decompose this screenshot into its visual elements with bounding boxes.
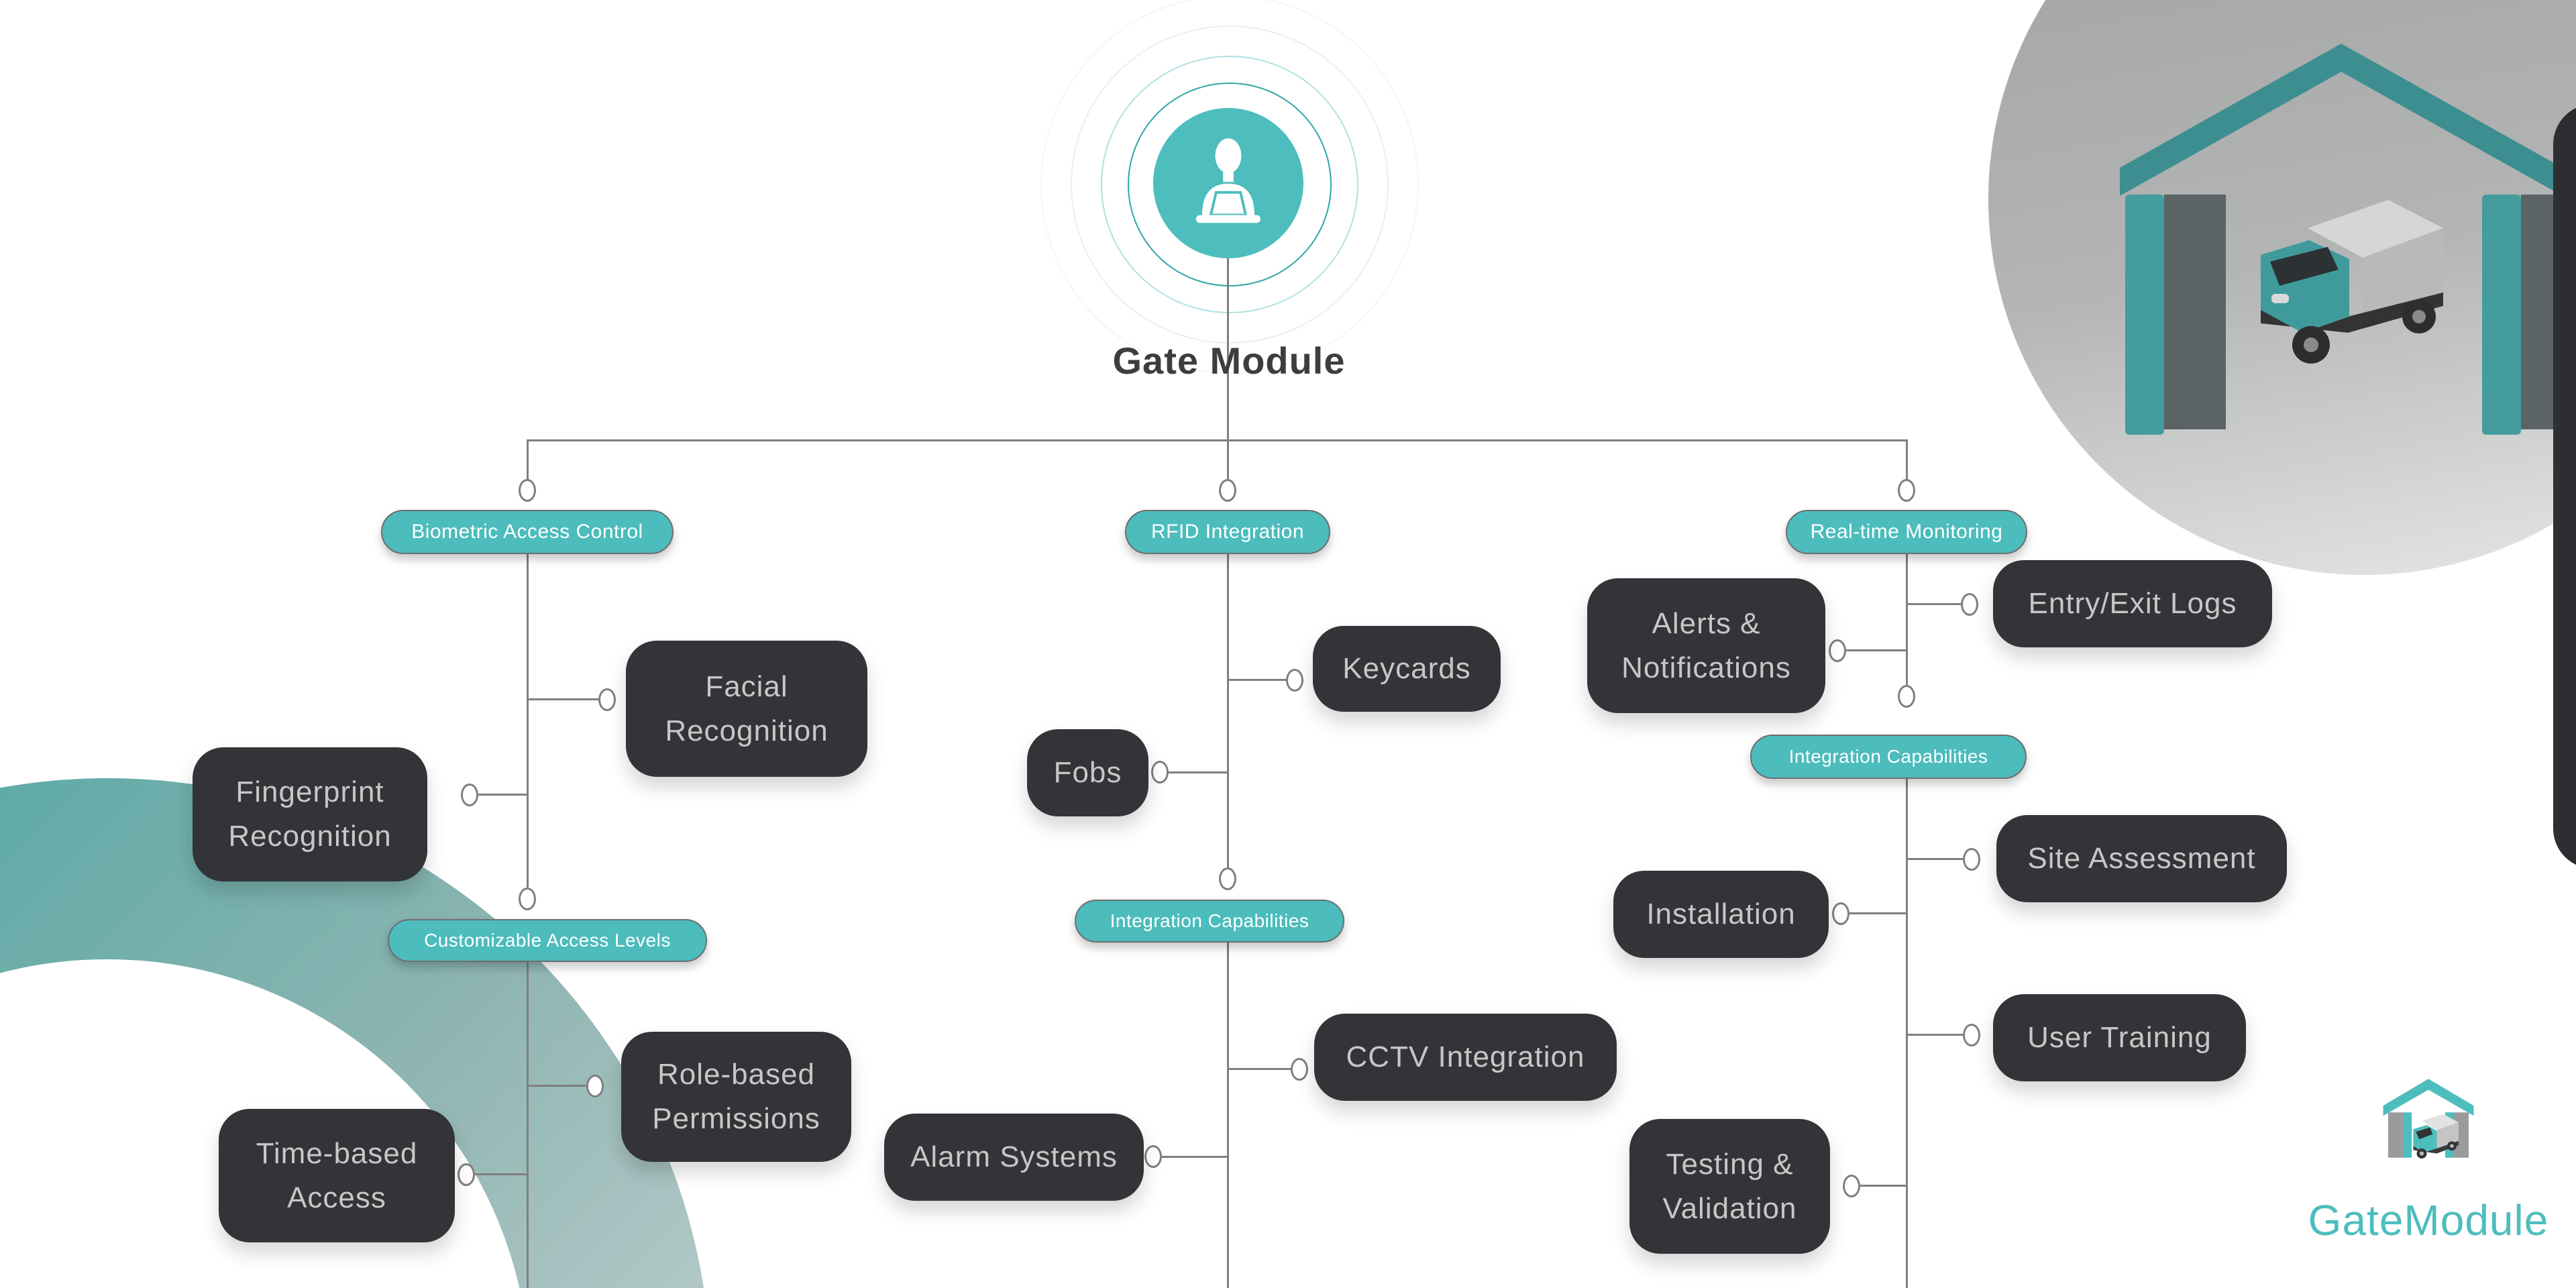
connector-circle (1961, 593, 1978, 616)
right-subbranch-line (1906, 779, 1908, 1288)
connector-circle (586, 1075, 604, 1097)
connector-circle (1963, 848, 1980, 871)
connector-circle (1963, 1024, 1980, 1046)
alerts-connector-line (1846, 649, 1907, 651)
root-outer-ring (1040, 0, 1419, 374)
connector-circle (1144, 1145, 1162, 1168)
right-branch-line (1906, 554, 1908, 685)
role-connector-line (527, 1085, 586, 1087)
person-at-desk-icon (1195, 138, 1261, 223)
connector-circle (598, 688, 616, 711)
right-stub-line (1906, 439, 1908, 480)
time-connector-line (475, 1173, 527, 1175)
training-connector-line (1907, 1034, 1963, 1036)
connector-circle (1286, 669, 1303, 692)
site-connector-line (1907, 858, 1963, 860)
node-user-training[interactable]: User Training (1993, 994, 2246, 1081)
connector-circle (1151, 761, 1169, 784)
installation-connector-line (1849, 912, 1907, 914)
node-site-assessment[interactable]: Site Assessment (1996, 815, 2287, 902)
middle-branch-line (1227, 554, 1229, 867)
root-stem-line (1227, 255, 1229, 479)
node-testing-validation[interactable]: Testing & Validation (1629, 1119, 1830, 1254)
left-subbranch-line (527, 962, 529, 1288)
node-keycards[interactable]: Keycards (1313, 626, 1501, 712)
root-node-circle[interactable] (1153, 108, 1303, 258)
node-role-based-permissions[interactable]: Role-based Permissions (621, 1032, 851, 1162)
connector-circle (1898, 685, 1915, 708)
teal-donut-ring (0, 778, 704, 1288)
node-fingerprint-recognition[interactable]: Fingerprint Recognition (193, 747, 427, 881)
node-time-based-access[interactable]: Time-based Access (219, 1109, 455, 1242)
node-alarm-systems[interactable]: Alarm Systems (884, 1114, 1144, 1201)
alarm-connector-line (1162, 1156, 1228, 1158)
connector-circle (1829, 639, 1846, 662)
left-stub-line (527, 439, 529, 480)
fingerprint-connector-line (478, 794, 527, 796)
node-cctv-integration[interactable]: CCTV Integration (1314, 1014, 1617, 1101)
node-fobs[interactable]: Fobs (1027, 729, 1148, 816)
connector-circle (519, 888, 536, 910)
left-branch-line (527, 554, 529, 888)
keycards-connector-line (1228, 679, 1286, 681)
branch-integration-capabilities-right[interactable]: Integration Capabilities (1750, 735, 2027, 779)
cctv-connector-line (1228, 1068, 1291, 1070)
connector-circle (1219, 867, 1236, 890)
connector-circle (1843, 1175, 1860, 1197)
root-ring-2 (1101, 56, 1358, 313)
root-ring-3 (1071, 25, 1389, 343)
node-installation[interactable]: Installation (1613, 871, 1829, 958)
dark-edge-panel-decoration (2553, 104, 2576, 869)
branch-real-time-monitoring[interactable]: Real-time Monitoring (1786, 510, 2027, 554)
branch-customizable-access-levels[interactable]: Customizable Access Levels (388, 919, 707, 962)
connector-circle (458, 1163, 475, 1186)
gate-truck-logo-icon (2383, 1079, 2474, 1159)
testing-connector-line (1860, 1185, 1907, 1187)
fobs-connector-line (1169, 771, 1228, 773)
root-node-label: Gate Module (1112, 339, 1346, 382)
connector-circle (1832, 902, 1849, 925)
connector-circle (1219, 479, 1236, 502)
branch-biometric-access-control[interactable]: Biometric Access Control (381, 510, 674, 554)
connector-circle (519, 479, 536, 502)
connector-circle (1291, 1058, 1308, 1081)
branch-integration-capabilities-mid[interactable]: Integration Capabilities (1075, 900, 1344, 943)
node-facial-recognition[interactable]: Facial Recognition (626, 641, 867, 777)
connector-circle (1898, 479, 1915, 502)
main-branch-line (527, 439, 1907, 441)
branch-rfid-integration[interactable]: RFID Integration (1125, 510, 1330, 554)
node-alerts-notifications[interactable]: Alerts & Notifications (1587, 578, 1825, 713)
entry-connector-line (1907, 603, 1961, 605)
facial-connector-line (527, 698, 598, 700)
root-ring-1 (1128, 83, 1332, 286)
gate-truck-illustration (2120, 44, 2576, 435)
connector-circle (461, 784, 478, 806)
middle-subbranch-line (1227, 943, 1229, 1288)
node-entry-exit-logs[interactable]: Entry/Exit Logs (1993, 560, 2272, 647)
logo-text: GateModule (2308, 1196, 2549, 1244)
